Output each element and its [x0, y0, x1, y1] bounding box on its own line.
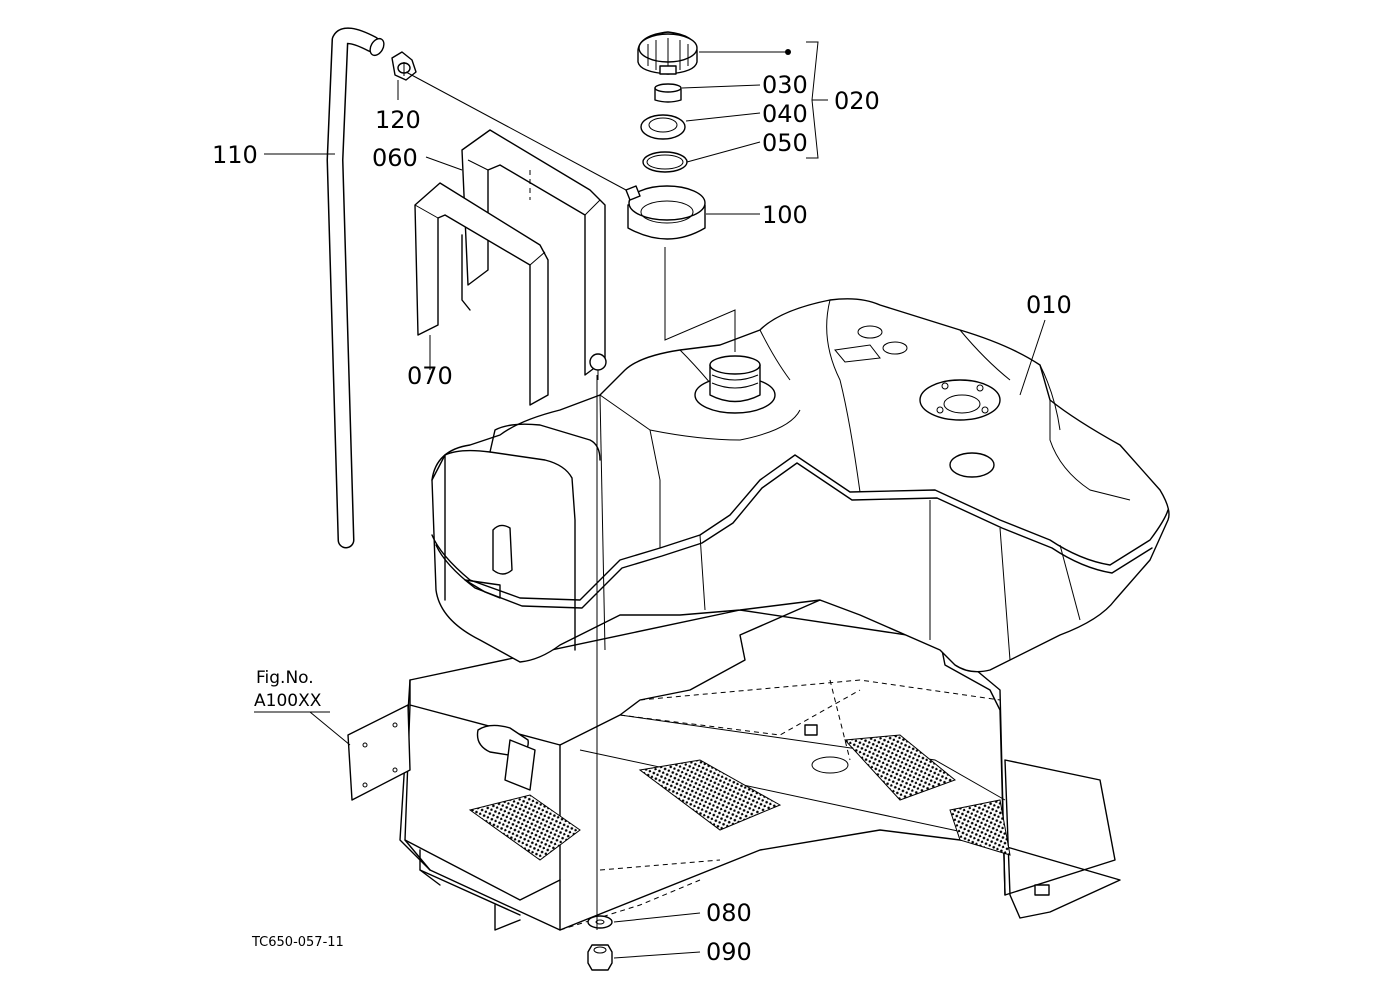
filler-cap-assembly-020: [637, 31, 698, 173]
fuel-tank-010: [431, 298, 1170, 673]
label-080: 080: [706, 899, 752, 927]
hose-clamp-120: [391, 51, 417, 81]
label-020: 020: [834, 87, 880, 115]
filler-neck-100: [625, 185, 706, 240]
nut-090: [587, 944, 613, 971]
drawing-id: TC650-057-11: [251, 935, 344, 950]
breather-tube-110: [326, 27, 385, 549]
tank-strap-070: [414, 170, 549, 406]
label-090: 090: [706, 938, 752, 966]
label-040: 040: [762, 100, 808, 128]
label-070: 070: [407, 362, 453, 390]
callout-labels: 110 120 060 070 030 040 050 020 100 010 …: [212, 71, 1072, 966]
tank-strap-060: [461, 129, 607, 380]
label-030: 030: [762, 71, 808, 99]
label-120: 120: [375, 106, 421, 134]
label-100: 100: [762, 201, 808, 229]
label-010: 010: [1026, 291, 1072, 319]
leader-lines: [264, 41, 1046, 959]
fig-no-code: A100XX: [254, 691, 322, 711]
figure-reference: Fig.No. A100XX: [254, 668, 330, 713]
label-110: 110: [212, 141, 258, 169]
label-060: 060: [372, 144, 418, 172]
washer-080: [587, 915, 613, 929]
floor-plate-assembly: [347, 599, 1121, 931]
fig-no-label: Fig.No.: [256, 668, 314, 688]
label-050: 050: [762, 129, 808, 157]
